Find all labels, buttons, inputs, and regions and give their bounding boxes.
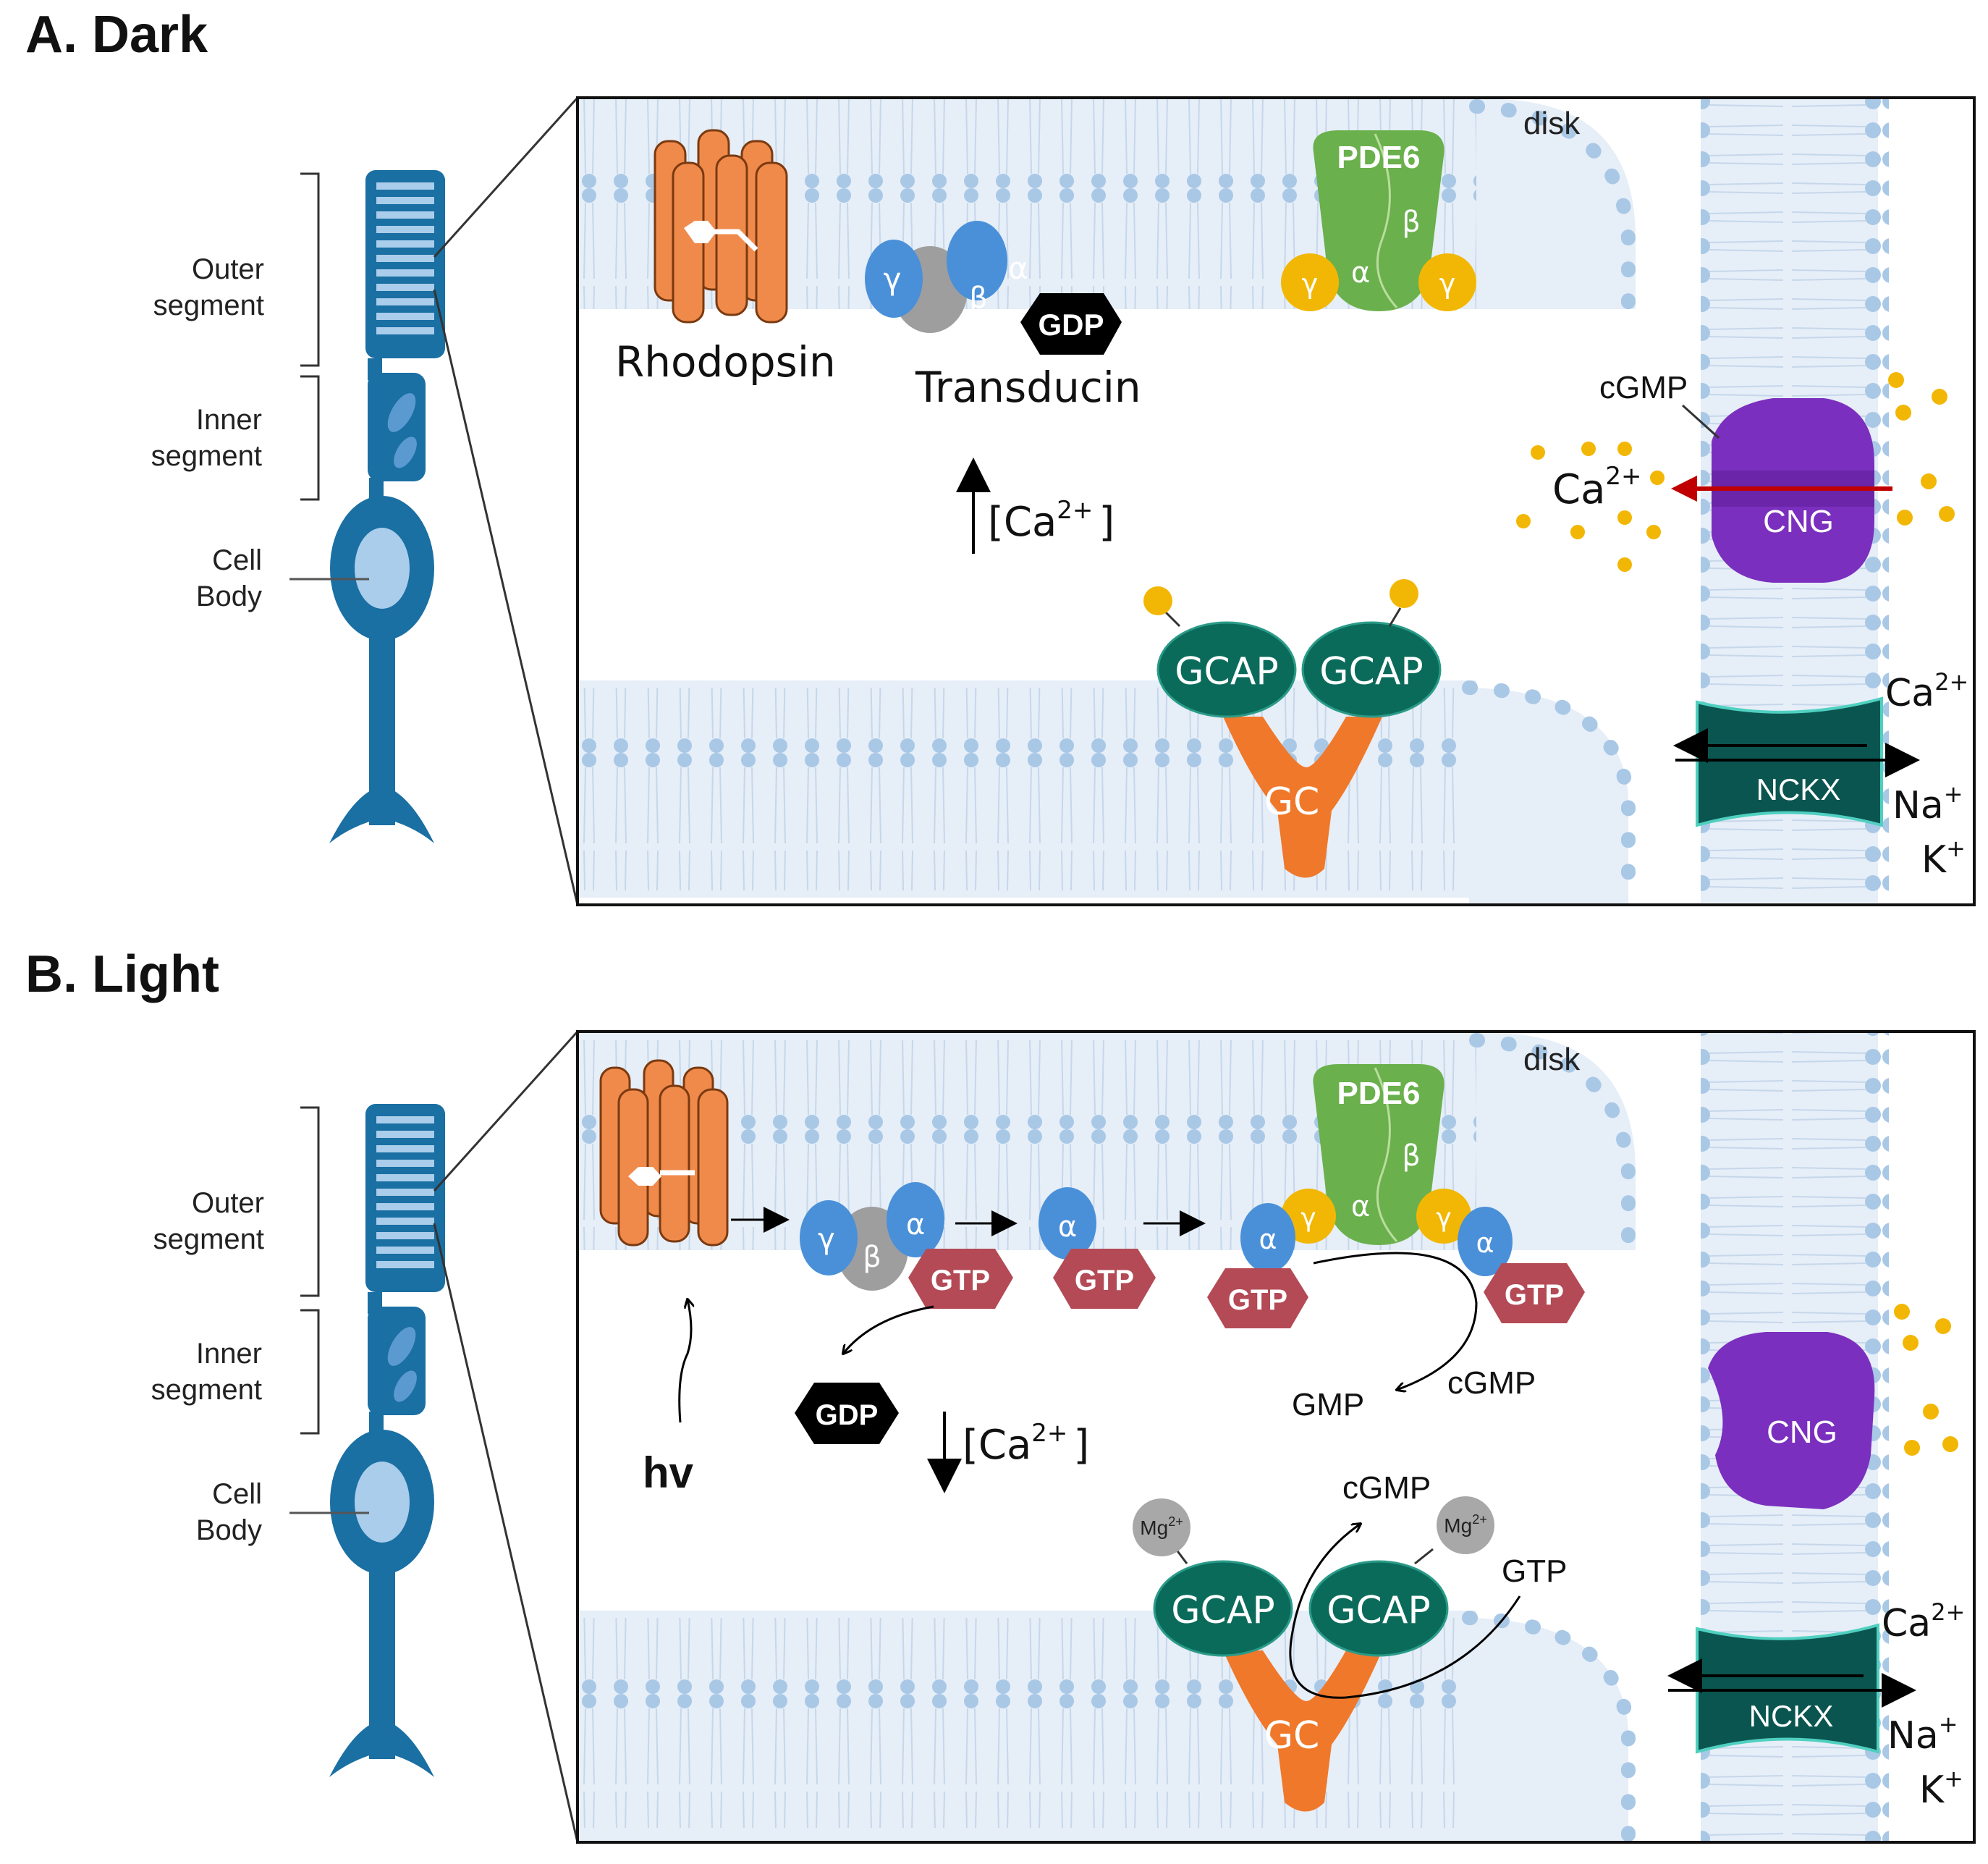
cng-channel-light: CNG [1708,1332,1875,1509]
rhodopsin-dark [653,129,788,324]
gtp-substrate-label: GTP [1502,1553,1567,1589]
alpha-gtp: α GTP [1039,1187,1156,1309]
nckx-label-light: NCKX [1749,1699,1834,1733]
svg-text:[Ca2+]: [Ca2+] [988,496,1114,546]
rod-cell-light [289,1104,445,1777]
alpha-label-free: α [1058,1210,1077,1244]
gmp-label: GMP [1292,1387,1364,1422]
gc-dark: GC GCAP GCAP [1143,579,1442,878]
label-inner-light: Inner [196,1338,262,1370]
panel-title-dark: A. Dark [25,6,208,64]
alpha-label-pde6-dark: α [1351,256,1370,290]
panel-dark: A. Dark Outer se [25,6,1976,906]
label-inner-dark: Inner [196,404,262,436]
gamma-label-pde6-right-light: γ [1436,1203,1451,1233]
gamma-label-transducin-dark: γ [884,261,902,297]
gc-label-dark: GC [1264,780,1320,824]
label-inner-segment-dark: segment [151,440,262,472]
gamma-label-pde6-right-dark: γ [1439,268,1456,300]
nckx-ca-label-dark: Ca2+ [1885,668,1968,715]
gcap-label-right-light: GCAP [1327,1589,1431,1632]
gdp-released: GDP [795,1383,899,1444]
beta-label-pde6-light: β [1402,1139,1421,1173]
gamma-label-pde6-left-light: γ [1300,1203,1316,1233]
beta-label-transducin-dark: β [969,282,988,315]
nckx-k-label-dark: K+ [1921,835,1966,882]
alpha-label-transducin-light: α [906,1208,925,1241]
cgmp-hydrolysis-label: cGMP [1447,1365,1536,1401]
gamma-label-pde6-left-dark: γ [1302,268,1319,300]
alpha-label-transducin-dark: α [1008,250,1028,286]
panel-title-light: B. Light [25,945,219,1003]
svg-text:[Ca2+]: [Ca2+] [963,1419,1089,1469]
rhodopsin-light [599,1059,729,1247]
cgmp-label-dark: cGMP [1599,370,1688,405]
ca-ion-label-dark: Ca2+ [1552,462,1642,513]
label-inner-segment-light: segment [151,1374,262,1406]
mg-ion-left: Mg2+ [1133,1498,1190,1556]
rod-cell-dark [289,170,445,843]
disk-label-dark: disk [1523,106,1581,141]
gamma-label-transducin-light: γ [818,1223,835,1256]
label-outer-light: Outer [192,1187,264,1219]
label-cell-light: Cell [212,1478,262,1510]
pde6-label-light: PDE6 [1337,1076,1421,1111]
svg-text:Mg2+: Mg2+ [1140,1514,1183,1539]
label-body-light: Body [196,1514,262,1546]
alpha-label-pde6-light: α [1351,1190,1370,1223]
nckx-exchanger-dark: NCKX [1673,696,1920,827]
cgmp-synthesis-label: cGMP [1342,1470,1431,1506]
ca-concentration-increase: [Ca2+] [988,496,1114,546]
transducin-label: Transducin [915,363,1141,412]
label-outer-dark: Outer [192,253,264,285]
gdp-label-dark: GDP [1038,308,1104,342]
pde6-dark: PDE6 β α γ γ [1281,130,1476,311]
alpha-label-pde6-left: α [1259,1223,1277,1255]
mg-ion-right: Mg2+ [1437,1496,1494,1554]
gcap-label-left-light: GCAP [1171,1589,1275,1632]
ca-ions-dark [1516,372,1955,572]
disk-label-light: disk [1523,1042,1581,1077]
gc-light: GC GCAP GCAP [1153,1548,1449,1812]
label-outer-segment-light: segment [153,1223,264,1255]
gtp-label-2: GTP [1075,1265,1134,1296]
panel-light: B. Light Outer segmen [25,945,1976,1844]
svg-text:Mg2+: Mg2+ [1444,1512,1486,1537]
nckx-ca-label-light: Ca2+ [1882,1598,1965,1645]
nckx-na-label-dark: Na+ [1892,780,1963,827]
alpha-label-pde6-right: α [1476,1227,1494,1259]
beta-label-transducin-light: β [863,1241,881,1274]
transducin-dark: γ β α GDP [865,221,1122,355]
gtp-label-4: GTP [1505,1279,1564,1311]
nckx-exchanger-light: NCKX [1667,1623,1916,1754]
nckx-label-dark: NCKX [1756,772,1841,806]
gtp-label-1: GTP [931,1265,990,1296]
rhodopsin-label: Rhodopsin [615,337,836,387]
ca-ions-light [1894,1304,1958,1456]
label-body-dark: Body [196,581,262,612]
gtp-label-3: GTP [1228,1284,1287,1316]
nckx-na-label-light: Na+ [1887,1711,1958,1758]
ca-concentration-decrease: [Ca2+] [963,1419,1089,1469]
cng-label-dark: CNG [1763,504,1834,539]
hv-label: hv [643,1448,694,1497]
pde6-label-dark: PDE6 [1337,140,1421,175]
beta-label-pde6-dark: β [1402,206,1421,239]
gcap-label-left-dark: GCAP [1175,650,1279,693]
gdp-label-light: GDP [816,1399,879,1431]
transducin-light: γ β α GTP [800,1182,1013,1309]
cng-label-light: CNG [1767,1414,1837,1450]
label-cell-dark: Cell [212,544,262,576]
gcap-label-right-dark: GCAP [1319,650,1424,693]
nckx-k-label-light: K+ [1919,1765,1963,1812]
gc-label-light: GC [1264,1714,1320,1758]
label-outer-segment-dark: segment [153,290,264,321]
pde6-light: PDE6 β α γ γ α α GTP GTP [1207,1064,1585,1328]
